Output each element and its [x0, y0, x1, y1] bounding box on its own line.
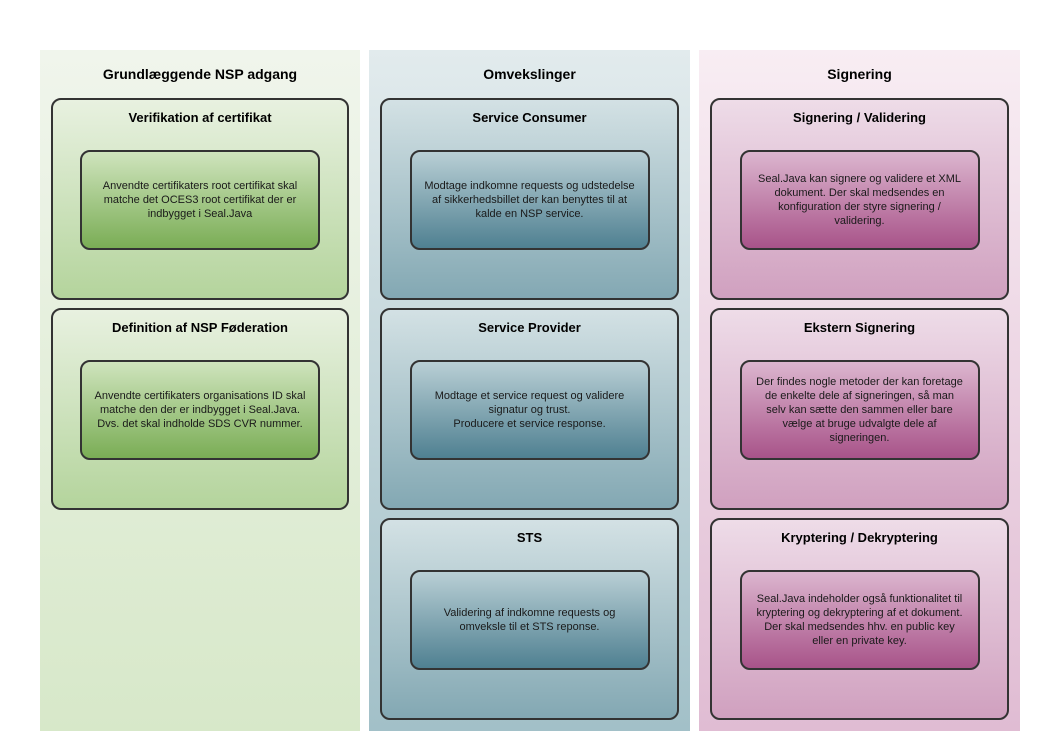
box-sts: STS Validering af indkomne requests og o… — [380, 518, 679, 720]
column-header: Omvekslinger — [483, 66, 576, 82]
box-ekstern-signering: Ekstern Signering Der findes nogle metod… — [710, 308, 1009, 510]
box-body-text: Anvendte certifikaters root certifikat s… — [102, 180, 298, 220]
box-title: Service Provider — [478, 320, 581, 335]
box-title: Definition af NSP Føderation — [112, 320, 288, 335]
note-ekstern-signering: Der findes nogle metoder der kan foretag… — [739, 360, 980, 460]
box-title: Service Consumer — [472, 110, 587, 125]
box-body-text: Anvendte certifikaters organisations ID … — [94, 390, 306, 430]
column-grundlaeggende-nsp-adgang: Grundlæggende NSP adgang Verifikation af… — [40, 50, 360, 731]
box-kryptering-dekryptering: Kryptering / Dekryptering Seal.Java inde… — [710, 518, 1009, 720]
note-kryptering-dekryptering: Seal.Java indeholder også funktionalitet… — [739, 570, 980, 670]
box-verifikation-af-certifikat: Verifikation af certifikat Anvendte cert… — [51, 98, 349, 300]
box-signering-validering: Signering / Validering Seal.Java kan sig… — [710, 98, 1009, 300]
box-body-text: Modtage et service request og validere s… — [434, 390, 625, 430]
box-title: STS — [516, 530, 543, 545]
box-body-text: Modtage indkomne requests og udstedelse … — [424, 180, 635, 220]
column-header: Grundlæggende NSP adgang — [102, 66, 298, 82]
box-definition-af-nsp-foederation: Definition af NSP Føderation Anvendte ce… — [51, 308, 349, 510]
column-omvekslinger: Omvekslinger Service Consumer Modtage in… — [369, 50, 690, 731]
note-verifikation-af-certifikat: Anvendte certifikaters root certifikat s… — [80, 150, 320, 250]
box-body-text: Seal.Java indeholder også funktionalitet… — [756, 593, 963, 647]
note-sts: Validering af indkomne requests og omvek… — [409, 570, 650, 670]
box-body-text: Der findes nogle metoder der kan foretag… — [756, 376, 963, 444]
box-service-provider: Service Provider Modtage et service requ… — [380, 308, 679, 510]
column-header: Signering — [827, 66, 892, 82]
note-signering-validering: Seal.Java kan signere og validere et XML… — [739, 150, 980, 250]
note-definition-af-nsp-foederation: Anvendte certifikaters organisations ID … — [80, 360, 320, 460]
box-title: Verifikation af certifikat — [128, 110, 272, 125]
note-service-consumer: Modtage indkomne requests og udstedelse … — [409, 150, 650, 250]
box-body-text: Seal.Java kan signere og validere et XML… — [757, 173, 961, 227]
box-service-consumer: Service Consumer Modtage indkomne reques… — [380, 98, 679, 300]
box-title: Signering / Validering — [793, 110, 926, 125]
box-title: Ekstern Signering — [803, 320, 916, 335]
box-title: Kryptering / Dekryptering — [781, 530, 938, 545]
box-body-text: Validering af indkomne requests og omvek… — [443, 607, 616, 633]
note-service-provider: Modtage et service request og validere s… — [409, 360, 650, 460]
column-signering: Signering Signering / Validering Seal.Ja… — [699, 50, 1020, 731]
